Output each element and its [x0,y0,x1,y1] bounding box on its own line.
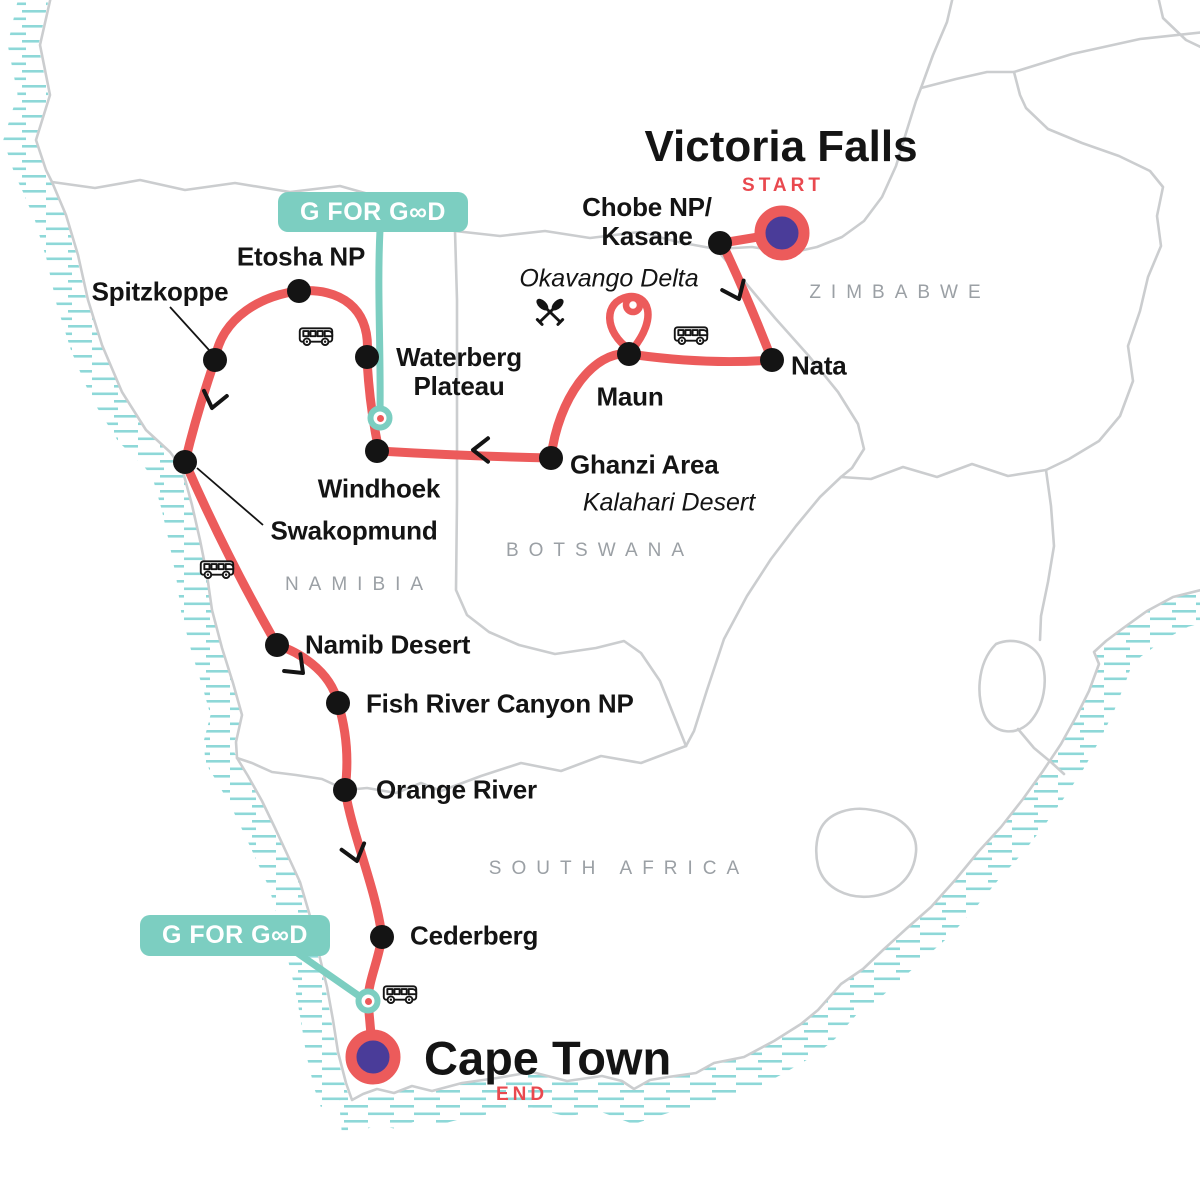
coast-hatching-southeast [338,584,1200,1131]
stop-dot-fish-river-canyon-np[interactable] [326,691,350,715]
lesotho-outline [814,807,918,899]
bus-icon [672,321,710,348]
stop-label-etosha-np: Etosha NP [236,241,366,272]
stop-label-spitzkoppe: Spitzkoppe [91,276,229,307]
stop-label-line: Ghanzi Area [570,449,719,480]
route-direction-chevron [282,652,305,675]
end-marker[interactable] [345,1029,401,1085]
land-mass [36,0,1200,1100]
g-for-good-marker[interactable] [355,988,381,1014]
bus-icon [381,980,419,1007]
stop-label-line: Etosha NP [236,241,366,272]
eswatini-outline [978,639,1046,733]
stop-label-line: Chobe NP/ [582,192,712,222]
stop-label-line: Kasane [601,221,693,251]
label-pointer-line-swakopmund [196,467,264,526]
stop-label-fish-river-canyon-np: Fish River Canyon NP [366,688,634,719]
region-label-okavango-delta: Okavango Delta [519,264,699,293]
stop-label-cederberg: Cederberg [410,920,539,951]
stop-label-line: Nata [791,350,847,381]
stop-label-chobe-kasane: Chobe NP/Kasane [582,193,712,251]
stop-label-maun: Maun [596,381,664,412]
stop-label-line: Spitzkoppe [91,276,229,307]
stop-dot-etosha-np[interactable] [287,279,311,303]
end-tag: END [495,1084,549,1105]
stop-label-windhoek: Windhoek [317,473,441,504]
start-tag: START [742,175,824,196]
label-pointer-line-spitzkoppe [169,306,210,351]
stop-label-namib-desert: Namib Desert [305,629,471,660]
route-direction-chevron [471,436,490,464]
stop-dot-nata[interactable] [760,348,784,372]
stop-label-line: Maun [596,381,664,412]
stop-label-line: Fish River Canyon NP [366,688,634,719]
g-for-good-badge-label: G FOR G∞D [300,197,446,226]
g-for-good-badge-label: G FOR G∞D [162,921,308,949]
stop-label-line: Waterberg [396,342,522,372]
bus-icon [297,322,335,349]
g-for-good-badge[interactable]: G FOR G∞D [278,192,468,232]
stop-dot-chobe-kasane[interactable] [708,231,732,255]
stop-dot-swakopmund[interactable] [173,450,197,474]
stop-dot-spitzkoppe[interactable] [203,348,227,372]
stop-label-nata: Nata [791,350,847,381]
stop-dot-orange-river[interactable] [333,778,357,802]
route-direction-chevron [339,841,367,863]
stop-dot-ghanzi-area[interactable] [539,446,563,470]
stop-label-orange-river: Orange River [376,774,537,805]
route-direction-chevron [720,278,746,301]
stop-dot-maun[interactable] [617,342,641,366]
country-label-botswana: BOTSWANA [505,540,695,561]
g-for-good-badge[interactable]: G FOR G∞D [140,915,330,956]
start-marker[interactable] [754,205,810,261]
stop-label-line: Namib Desert [305,629,471,660]
country-label-zimbabwe: ZIMBABWE [809,282,991,303]
route-decorations [169,278,746,863]
stop-label-line: Swakopmund [270,515,438,546]
stop-dot-waterberg-plateau[interactable] [355,345,379,369]
country-label-south-africa: SOUTH AFRICA [488,858,750,879]
stop-label-line: Orange River [376,774,537,805]
region-label-kalahari-desert: Kalahari Desert [582,488,756,517]
stop-dot-namib-desert[interactable] [265,633,289,657]
g-for-good-marker[interactable] [367,405,393,431]
stop-label-line: Cederberg [410,920,539,951]
country-label-namibia: NAMIBIA [284,574,434,595]
stop-label-line: Windhoek [317,473,441,504]
stop-dot-cederberg[interactable] [370,925,394,949]
bus-icon [198,555,236,582]
start-city-title: Victoria Falls [644,122,918,171]
stop-label-line: Plateau [413,371,505,401]
stop-dot-windhoek[interactable] [365,439,389,463]
stop-label-ghanzi-area: Ghanzi Area [570,449,719,480]
g-for-good-stems [292,226,384,1002]
route-direction-chevron [202,388,229,410]
okavango-loop [606,292,652,354]
end-city-title: Cape Town [424,1031,672,1085]
paddles-icon [527,289,573,335]
stop-label-swakopmund: Swakopmund [270,515,438,546]
